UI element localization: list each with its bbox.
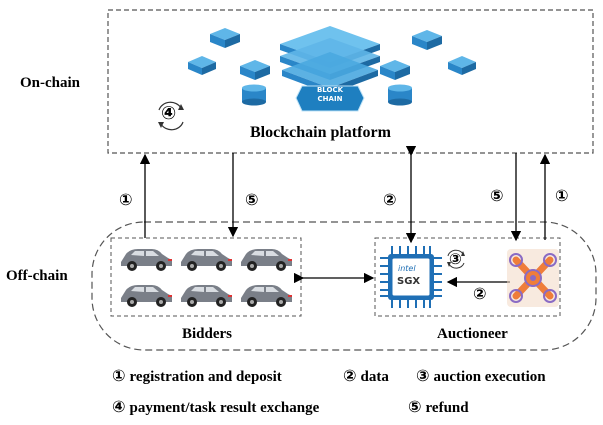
legend-symbol: ① (112, 366, 126, 385)
badge-line2: CHAIN (317, 95, 343, 103)
auctioneer-step-symbol: ③ (449, 250, 462, 268)
auctioneer-label: Auctioneer (437, 326, 508, 342)
auctioneer-box (374, 237, 561, 317)
blockchain-step-symbol: ④ (161, 103, 177, 124)
database-icon (242, 84, 266, 106)
label-bidders-down: ⑤ (245, 190, 259, 209)
legend-symbol: ② (343, 366, 357, 385)
car-icon (241, 285, 292, 307)
car-icon (121, 285, 172, 307)
on-chain-label: On-chain (20, 75, 81, 91)
legend-text: auction execution (433, 369, 546, 385)
legend-text: refund (425, 400, 469, 416)
car-icon (181, 285, 232, 307)
label-sgx-data: ② (383, 190, 397, 209)
blockchain-platform-box (107, 9, 594, 154)
legend-symbol: ⑤ (408, 397, 422, 416)
label-drone-up: ① (555, 186, 569, 205)
legend-symbol: ③ (416, 366, 430, 385)
car-icon (241, 249, 292, 271)
chip-sgx-text: SGX (397, 276, 421, 287)
legend-text: data (360, 369, 389, 385)
label-drone-down: ⑤ (490, 186, 504, 205)
bidders-label: Bidders (182, 326, 233, 342)
badge-line1: BLOCK (316, 86, 344, 94)
cars-svg (121, 249, 292, 307)
legend-text: registration and deposit (129, 369, 282, 385)
cycle-arrows-small-icon (447, 249, 465, 269)
cube-icon (240, 60, 270, 80)
chip-brand-text: intel (398, 264, 416, 273)
label-drone-to-sgx: ② (473, 284, 487, 303)
off-chain-region (91, 221, 597, 351)
blockchain-badge-text: BLOCK CHAIN (296, 86, 364, 104)
car-icon (121, 249, 172, 271)
cube-icon (210, 28, 240, 48)
off-chain-label: Off-chain (6, 268, 68, 284)
drone-icon (507, 249, 559, 307)
blockchain-platform-title: Blockchain platform (250, 124, 391, 141)
cycle-arrows-icon (158, 101, 184, 131)
label-bidders-up: ① (119, 190, 133, 209)
cube-icon (380, 60, 410, 80)
car-icon (181, 249, 232, 271)
database-icon (388, 84, 412, 106)
bidders-box (110, 237, 302, 317)
blockchain-illustration (188, 26, 476, 112)
sgx-chip-icon (380, 246, 442, 308)
cube-icon (188, 56, 216, 75)
legend-text: payment/task result exchange (129, 400, 320, 416)
blockchain-stack-icon (280, 26, 380, 94)
cube-icon (448, 56, 476, 75)
cube-icon (412, 30, 442, 50)
legend-symbol: ④ (112, 397, 126, 416)
blockchain-badge (295, 85, 365, 112)
car-grid (118, 244, 296, 310)
